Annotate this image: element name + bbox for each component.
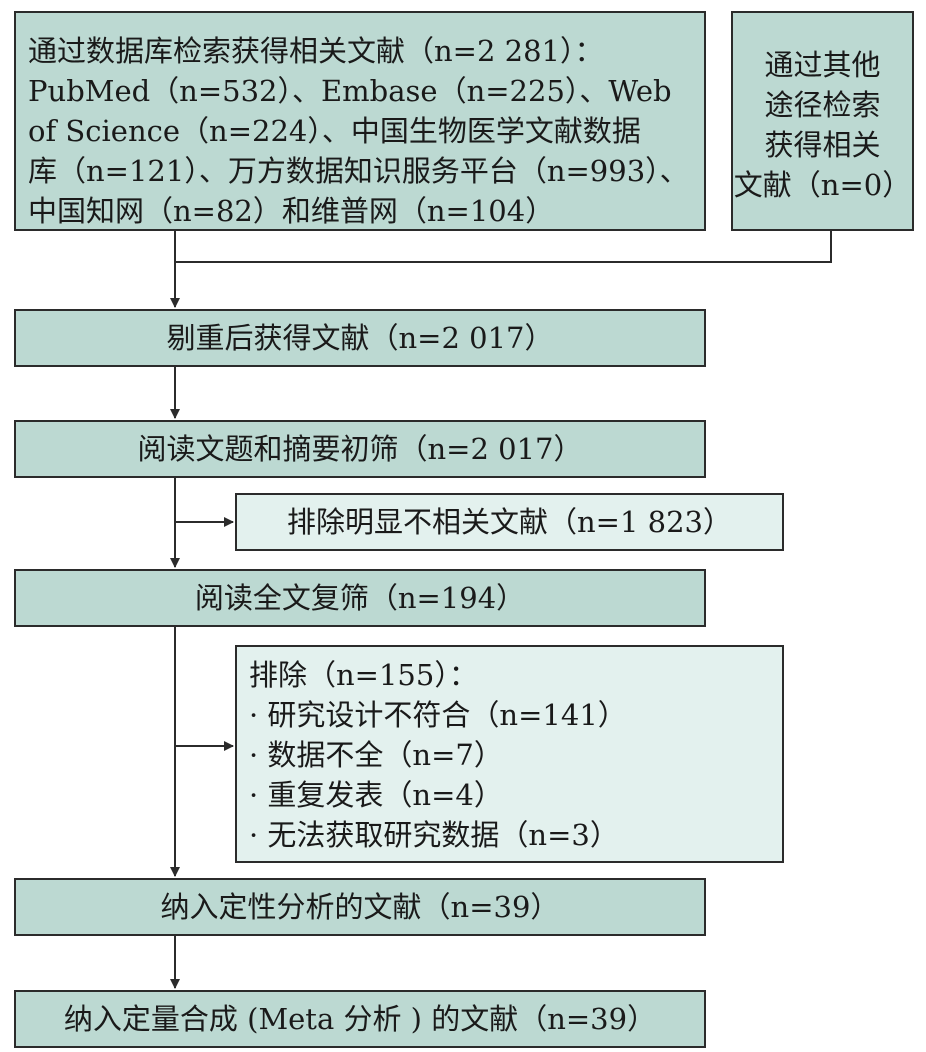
- fulltext-label: 阅读全文复筛（n=194）: [194, 581, 526, 615]
- quantitative-label: 纳入定量合成 (Meta 分析 ) 的文献（n=39）: [63, 1002, 657, 1036]
- other-line-4: 文献（n=0）: [733, 168, 912, 202]
- excluded-reason-unavailable: · 无法获取研究数据（n=3）: [249, 818, 619, 852]
- fulltext-screening-box: 阅读全文复筛（n=194）: [14, 569, 706, 627]
- title-abstract-label: 阅读文题和摘要初筛（n=2 017）: [137, 432, 583, 466]
- excluded-reason-duplicate: · 重复发表（n=4）: [249, 778, 503, 812]
- other-line-1: 通过其他: [764, 48, 881, 82]
- excluded-irrelevant-label: 排除明显不相关文献（n=1 823）: [287, 505, 732, 539]
- dedup-label: 剔重后获得文献（n=2 017）: [166, 321, 554, 355]
- database-line-5: 中国知网（n=82）和维普网（n=104）: [28, 194, 555, 228]
- excluded-details-box: 排除（n=155）： · 研究设计不符合（n=141） · 数据不全（n=7） …: [235, 645, 784, 863]
- excluded-reason-design: · 研究设计不符合（n=141）: [249, 698, 627, 732]
- dedup-box: 剔重后获得文献（n=2 017）: [14, 309, 706, 367]
- excluded-irrelevant-box: 排除明显不相关文献（n=1 823）: [235, 493, 784, 551]
- database-search-box: 通过数据库检索获得相关文献（n=2 281）： PubMed（n=532）、Em…: [14, 11, 706, 231]
- qualitative-label: 纳入定性分析的文献（n=39）: [160, 890, 560, 924]
- database-line-3: of Science（n=224）、中国生物医学文献数据: [28, 114, 641, 148]
- excluded-reason-incomplete: · 数据不全（n=7）: [249, 738, 503, 772]
- database-line-4: 库（n=121）、万方数据知识服务平台（n=993）、: [28, 154, 689, 188]
- quantitative-synthesis-box: 纳入定量合成 (Meta 分析 ) 的文献（n=39）: [14, 990, 706, 1048]
- other-line-2: 途径检索: [764, 88, 881, 122]
- database-line-1: 通过数据库检索获得相关文献（n=2 281）：: [28, 34, 604, 68]
- other-sources-box: 通过其他 途径检索 获得相关 文献（n=0）: [731, 11, 914, 231]
- database-line-2: PubMed（n=532）、Embase（n=225）、Web: [28, 74, 672, 108]
- excluded-details-header: 排除（n=155）：: [249, 658, 478, 692]
- connector-other-merge: [175, 231, 832, 263]
- qualitative-analysis-box: 纳入定性分析的文献（n=39）: [14, 878, 706, 936]
- title-abstract-screening-box: 阅读文题和摘要初筛（n=2 017）: [14, 420, 706, 478]
- other-line-3: 获得相关: [764, 128, 881, 162]
